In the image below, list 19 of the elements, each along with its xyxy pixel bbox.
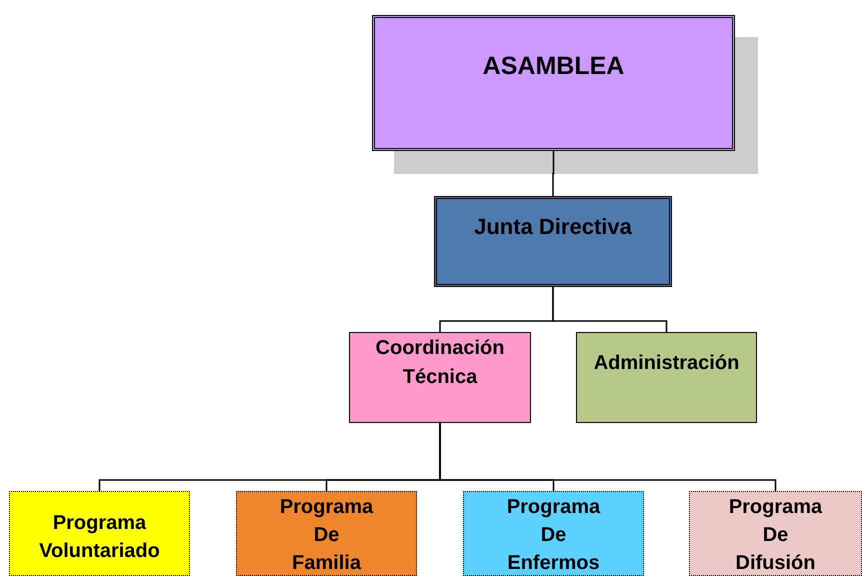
program-box [463,491,644,576]
board-box [434,196,672,287]
box-label: Administración [594,351,740,376]
box-label: Junta Directiva [474,213,632,241]
connector-line [552,287,668,332]
box-label: Programa De Difusión [728,495,824,576]
program-box [689,491,862,576]
program-box [9,491,190,576]
box-label: Programa Voluntariado [38,511,161,564]
assembly-box [372,15,735,151]
connector-line [439,423,776,491]
program-box [236,491,417,576]
connector-line [552,151,554,196]
box-label: Coordinación Técnica [374,336,506,390]
box-label: ASAMBLEA [482,51,624,82]
administration-box [576,332,757,423]
box-label: Programa De Enfermos [506,495,602,576]
coordination-box [349,332,531,423]
box-label: Programa De Familia [278,495,374,576]
